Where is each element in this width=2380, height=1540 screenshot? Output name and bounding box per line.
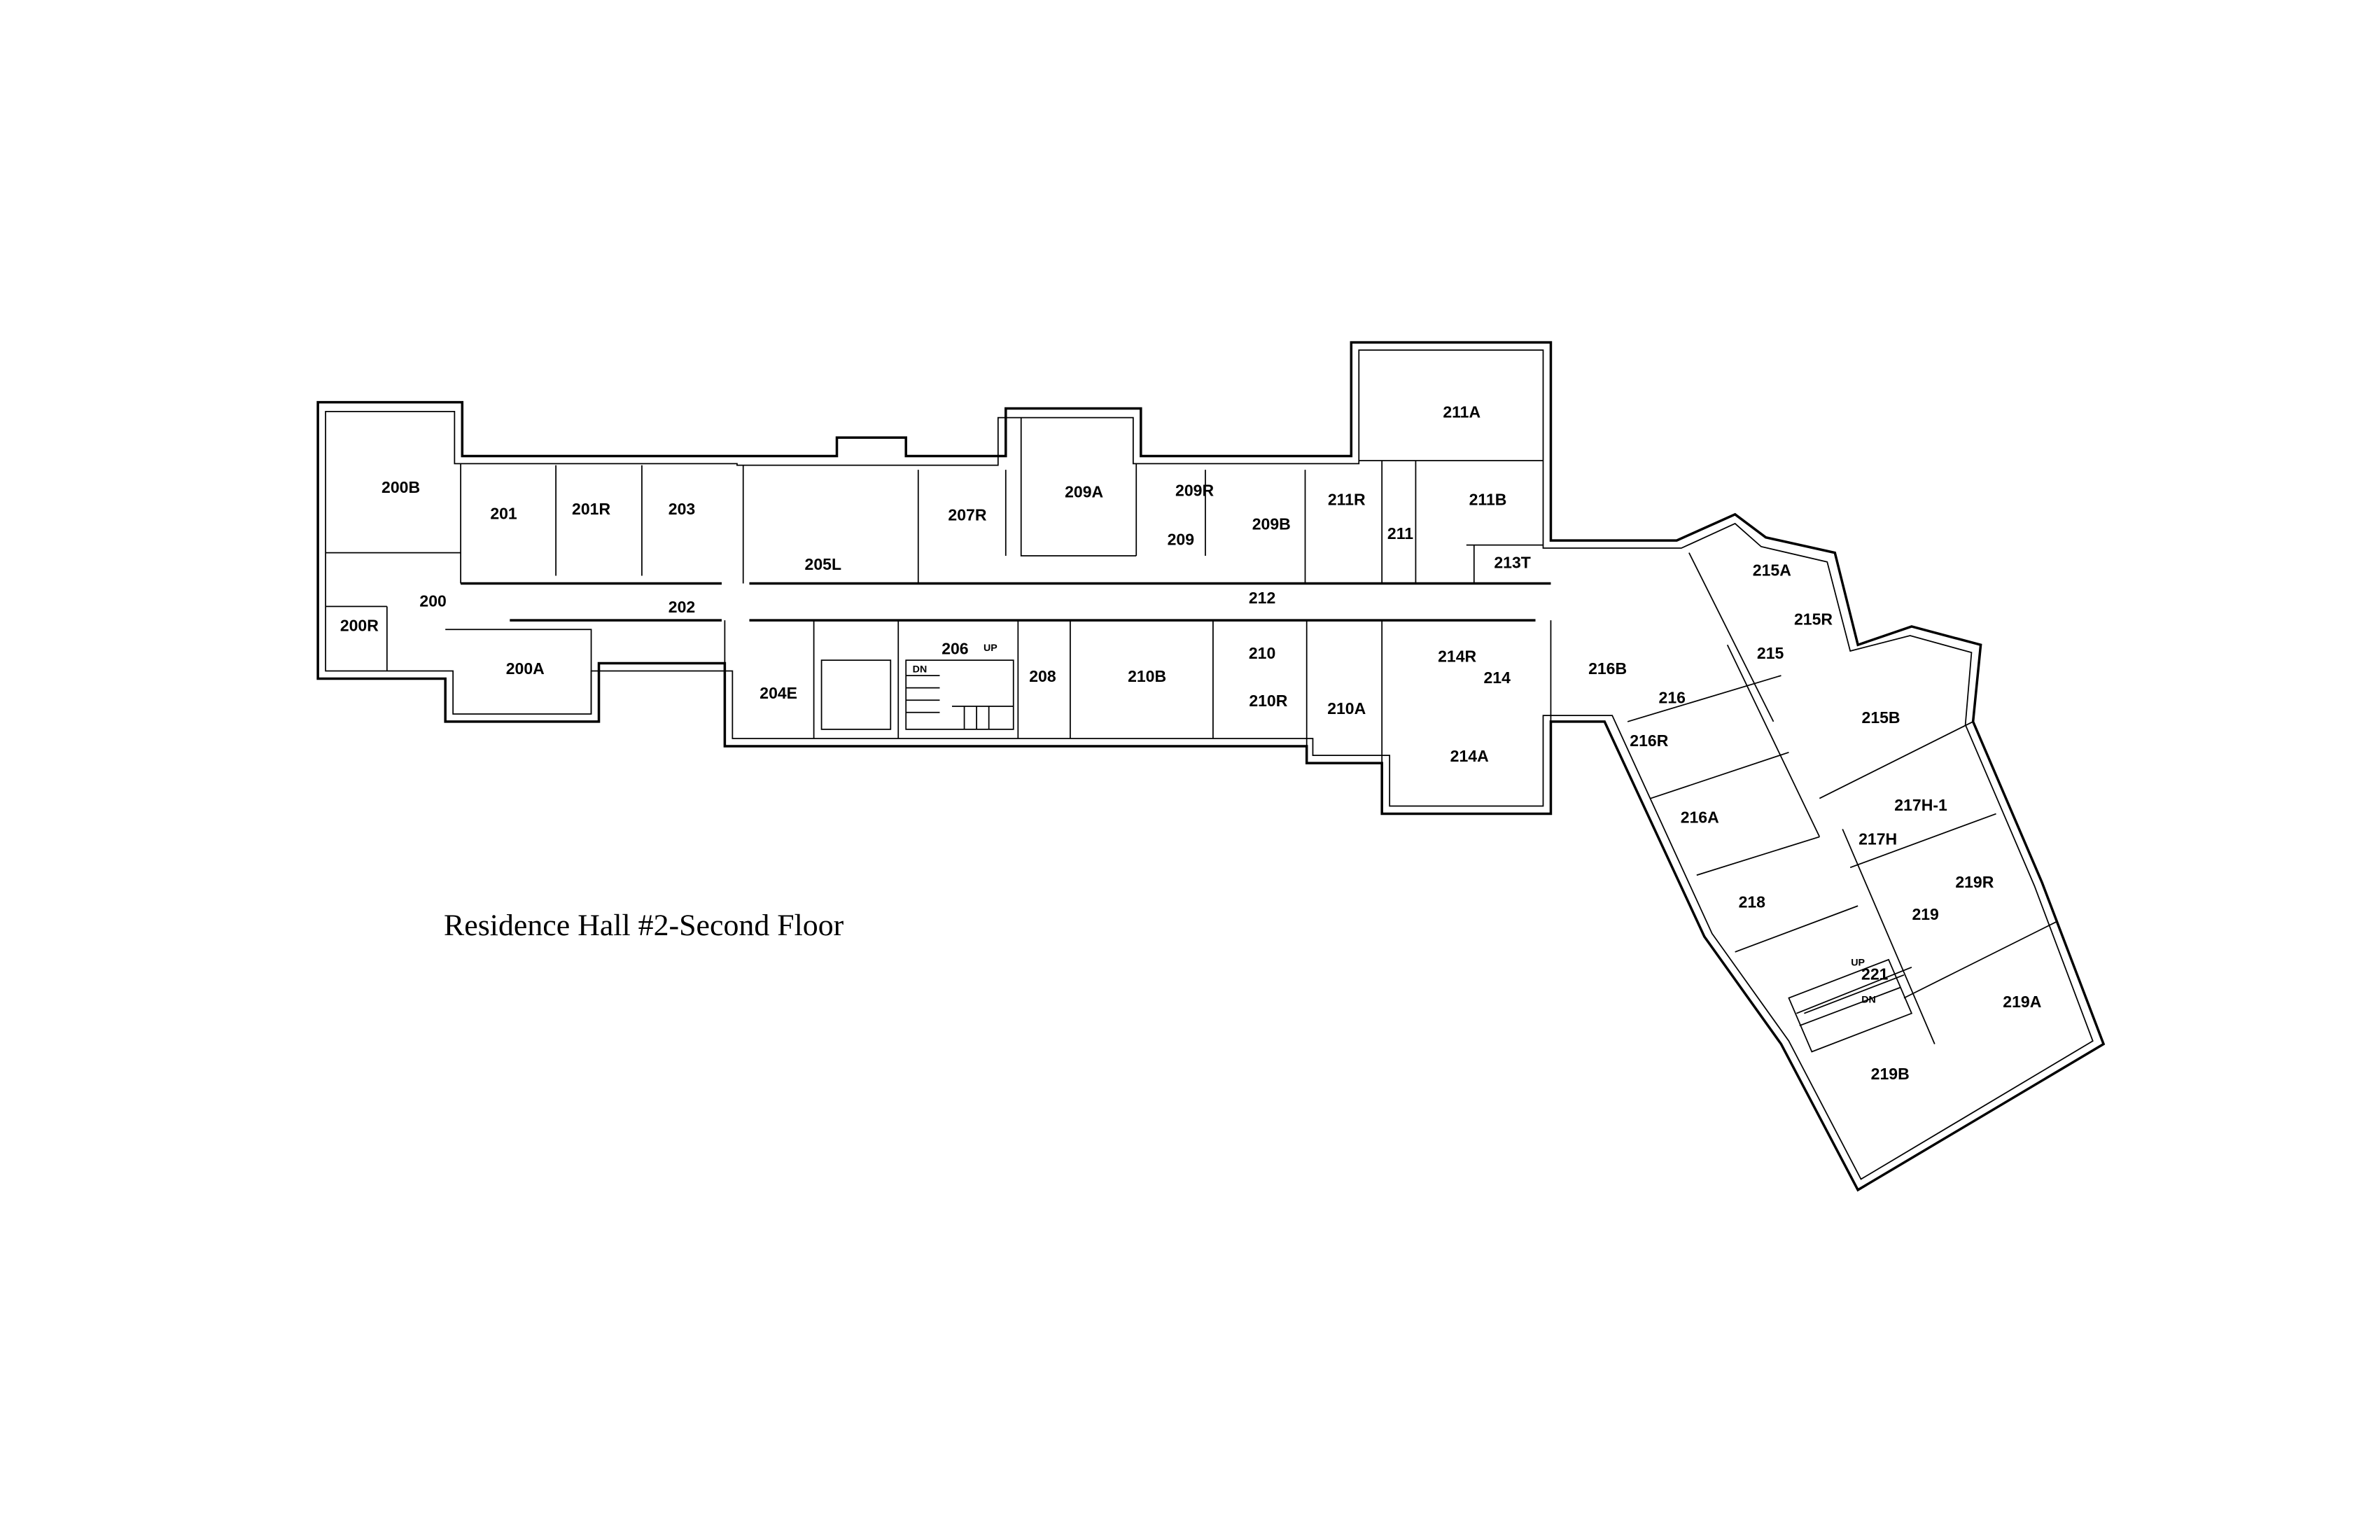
room-label: 206 — [941, 639, 968, 657]
stairs-221 — [1788, 958, 1913, 1053]
room-label: 200R — [340, 616, 379, 634]
room-label: 201 — [490, 504, 517, 522]
room-label: 209A — [1065, 483, 1103, 501]
stairs-206 — [905, 659, 1014, 730]
room-label: 214 — [1483, 668, 1511, 687]
room-label: 211A — [1443, 403, 1480, 421]
building-outline — [316, 341, 2106, 1192]
room-label: 202 — [668, 598, 695, 616]
room-label: 212 — [1249, 589, 1275, 607]
room-label: 217H-1 — [1894, 796, 1947, 814]
stair-up-label: UP — [1851, 958, 1865, 969]
room-label: 203 — [668, 500, 695, 518]
elevator — [820, 659, 892, 730]
room-label: 209B — [1252, 515, 1291, 533]
room-label: 215B — [1862, 708, 1900, 727]
room-label: 209R — [1175, 481, 1214, 499]
stair-down-label: DN — [1861, 994, 1876, 1005]
room-label: 221 — [1861, 965, 1889, 983]
room-label: 200A — [506, 659, 545, 678]
room-label: 200B — [382, 478, 420, 496]
room-label: 208 — [1029, 667, 1056, 685]
plan-title: Residence Hall #2-Second Floor — [444, 909, 844, 942]
room-label: 216R — [1630, 732, 1668, 750]
room-label: 211 — [1387, 524, 1413, 542]
room-label: 210 — [1249, 644, 1275, 662]
room-label: 219 — [1912, 905, 1938, 923]
room-label: 218 — [1739, 892, 1766, 911]
room-label: 201R — [572, 500, 610, 518]
room-label: 210A — [1327, 699, 1366, 718]
room-label: 216 — [1659, 689, 1686, 707]
room-label: 209 — [1168, 531, 1194, 549]
room-label: 219R — [1955, 873, 1994, 891]
room-label: 210R — [1249, 692, 1287, 710]
room-label: 216A — [1681, 808, 1719, 827]
room-label: 215A — [1753, 561, 1791, 580]
room-label: 219A — [2003, 993, 2041, 1011]
room-labels: 200B 201 201R 203 205L 207R 209A 209R 20… — [340, 403, 2042, 1083]
room-label: 211B — [1469, 491, 1507, 509]
room-label: 217H — [1858, 830, 1897, 848]
room-label: 207R — [948, 506, 986, 524]
room-label: 211R — [1328, 491, 1366, 509]
room-label: 204E — [760, 684, 797, 702]
room-label: 205L — [805, 555, 841, 573]
room-label: 210B — [1128, 667, 1166, 685]
room-label: 219B — [1871, 1065, 1910, 1083]
interior-walls — [326, 417, 2058, 1044]
room-label: 213T — [1494, 554, 1530, 572]
room-label: 215 — [1757, 644, 1784, 662]
room-label: 200 — [419, 592, 446, 610]
stair-up-label: UP — [983, 643, 997, 654]
room-label: 214R — [1438, 647, 1476, 665]
room-label: 215R — [1794, 610, 1833, 629]
stair-down-label: DN — [913, 664, 927, 676]
room-label: 214A — [1450, 747, 1489, 765]
room-label: 216B — [1588, 659, 1627, 678]
